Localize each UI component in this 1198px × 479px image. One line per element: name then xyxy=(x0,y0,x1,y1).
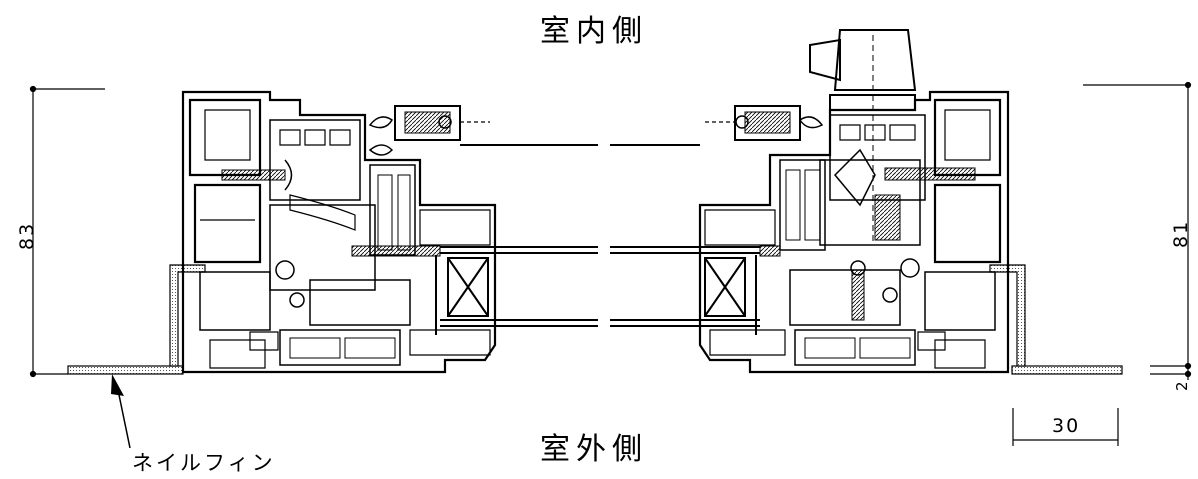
right-top-bead xyxy=(705,105,824,141)
nail-fin-right xyxy=(989,264,1123,375)
dimension-line-83 xyxy=(29,85,105,378)
right-screws xyxy=(759,167,976,321)
left-top-bead xyxy=(368,105,490,156)
nail-fin-leader-arrow xyxy=(111,374,131,449)
right-frame-profile xyxy=(698,90,1010,374)
dimension-line-30 xyxy=(1012,408,1119,446)
nail-fin-left xyxy=(67,264,206,375)
glass-pane-lower xyxy=(440,246,760,327)
glass-spacer-right xyxy=(704,257,746,317)
left-screws xyxy=(221,159,441,257)
left-frame-profile xyxy=(181,90,497,374)
dimension-81-label: 81 xyxy=(1170,219,1192,248)
dimension-line-81 xyxy=(1083,81,1192,380)
dimension-30-label: 30 xyxy=(1052,415,1081,437)
indoor-side-label: 室内側 xyxy=(540,14,648,49)
crescent-lock-handle xyxy=(809,29,917,245)
dimension-2-label: 2 xyxy=(1173,379,1191,391)
outdoor-side-label: 室外側 xyxy=(540,432,648,467)
glass-spacer-left xyxy=(447,257,489,317)
nail-fin-label: ネイルフィン xyxy=(132,451,276,475)
dimension-83-label: 83 xyxy=(16,221,38,250)
